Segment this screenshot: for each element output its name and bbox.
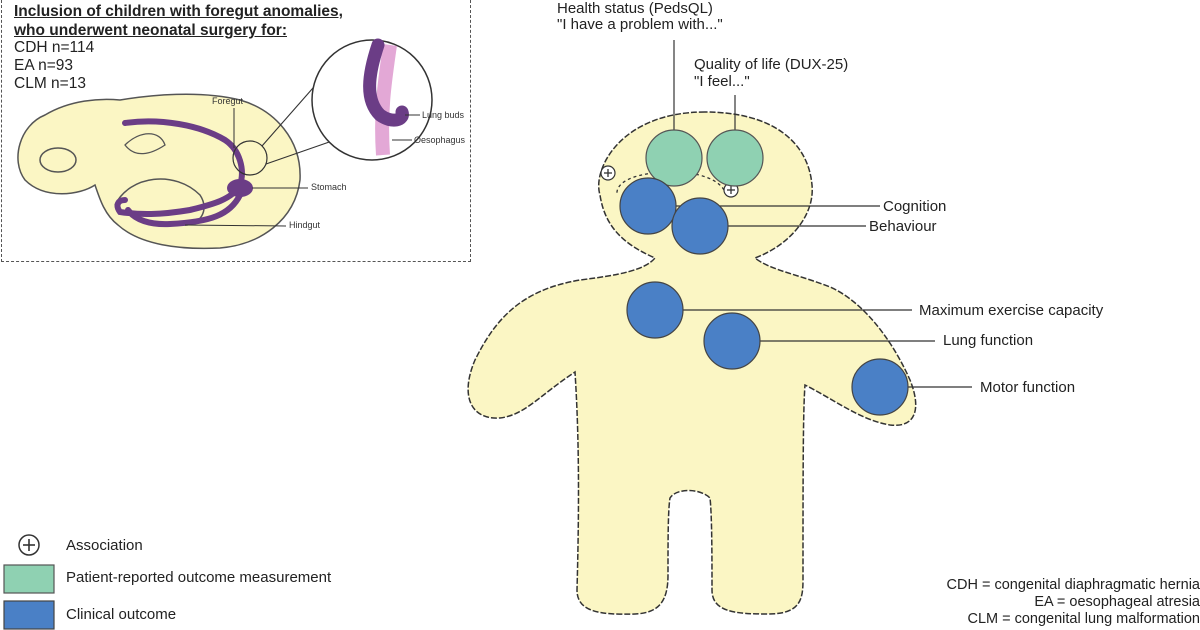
label-foregut: Foregut bbox=[212, 96, 244, 106]
embryo-illustration bbox=[17, 38, 433, 250]
health-status-marker bbox=[645, 129, 703, 187]
inset-title-line1: Inclusion of children with foregut anoma… bbox=[14, 3, 343, 20]
quality-of-life-marker bbox=[706, 129, 764, 187]
hindgut-tube bbox=[125, 192, 243, 228]
lung-bud-tube bbox=[363, 38, 409, 127]
foregut-zoom-circle bbox=[232, 140, 268, 176]
label-motor-function: Motor function bbox=[980, 379, 1076, 396]
behaviour-marker bbox=[671, 197, 729, 255]
health-status-quote: "I have a problem with..." bbox=[557, 16, 723, 33]
legend-association-label: Association bbox=[66, 537, 143, 554]
label-hindgut: Hindgut bbox=[289, 220, 321, 230]
stomach-shape bbox=[227, 179, 253, 197]
label-oesophagus: Oesophagus bbox=[414, 135, 466, 145]
zoom-line-top bbox=[261, 79, 321, 147]
inset-title-line2: who underwent neonatal surgery for: bbox=[14, 22, 287, 39]
label-lung-buds: Lung buds bbox=[422, 110, 465, 120]
label-lung-function: Lung function bbox=[943, 332, 1034, 349]
abbreviation-cdh: CDH = congenital diaphragmatic hernia bbox=[946, 577, 1200, 593]
legend-prom-label: Patient-reported outcome measurement bbox=[66, 569, 332, 586]
label-behaviour: Behaviour bbox=[869, 218, 937, 235]
count-clm: CLM n=13 bbox=[14, 75, 86, 92]
gut-tube bbox=[114, 118, 245, 218]
exercise-marker bbox=[626, 281, 684, 339]
child-body-silhouette bbox=[467, 111, 917, 615]
association-plus-left-icon bbox=[600, 165, 616, 181]
legend-association-icon bbox=[18, 534, 40, 556]
lung-function-marker bbox=[703, 312, 761, 370]
legend-prom-swatch bbox=[3, 564, 55, 594]
oesophagus-tube bbox=[375, 44, 397, 156]
motor-function-marker bbox=[851, 358, 909, 416]
label-stomach: Stomach bbox=[311, 182, 347, 192]
embryo-arches bbox=[124, 133, 166, 155]
count-ea: EA n=93 bbox=[14, 57, 74, 74]
leader-hindgut bbox=[184, 224, 287, 227]
inclusion-inset-box bbox=[1, 0, 471, 262]
abbreviation-ea: EA = oesophageal atresia bbox=[1034, 594, 1200, 610]
legend-clinical-label: Clinical outcome bbox=[66, 606, 177, 623]
quality-of-life-title: Quality of life (DUX-25) bbox=[694, 56, 849, 73]
abbreviation-clm: CLM = congenital lung malformation bbox=[967, 611, 1200, 627]
quality-of-life-quote: "I feel..." bbox=[694, 73, 750, 90]
legend-clinical-swatch bbox=[3, 600, 55, 630]
cognition-marker bbox=[619, 177, 677, 235]
label-cognition: Cognition bbox=[883, 198, 947, 215]
embryo-eye bbox=[39, 147, 77, 173]
label-exercise: Maximum exercise capacity bbox=[919, 302, 1104, 319]
health-status-title: Health status (PedsQL) bbox=[557, 0, 713, 17]
zoom-line-bottom bbox=[265, 139, 336, 165]
count-cdh: CDH n=114 bbox=[14, 39, 95, 56]
